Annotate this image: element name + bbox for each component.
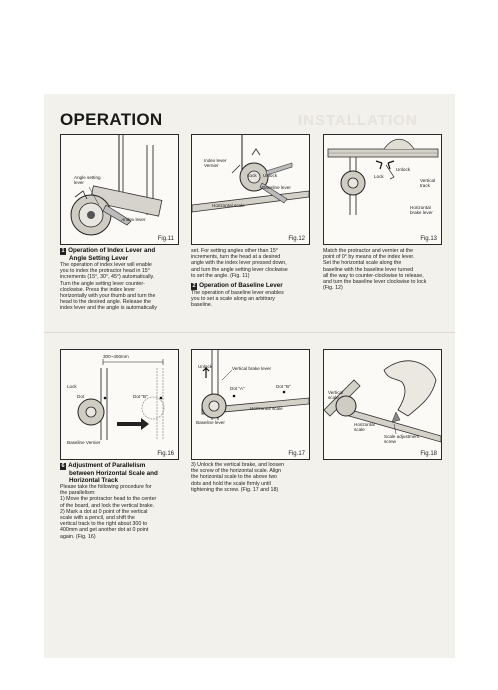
figure-11-label: Fig.11 — [157, 236, 174, 242]
section-2-body-continued: Match the protractor and vernier at the … — [323, 248, 427, 292]
callout-baseline-lever: Baseline lever — [262, 185, 291, 190]
section-6-body-continued: 3) Unlock the vertical brake, and loosen… — [191, 462, 285, 493]
callout-scale-adjustment-screw: Scale adjustment screw — [384, 434, 420, 444]
callout-index-lever: Index lever — [123, 217, 146, 222]
figure-16-illustration — [77, 359, 165, 440]
callout-dot-a: Dot "A" — [230, 386, 245, 391]
section-1-body-continued: set. For setting angles other than 15° i… — [191, 248, 288, 279]
section-1-number: 1 — [60, 248, 67, 255]
callout-horizontal-brake-lever: Horizontal brake lever — [410, 205, 433, 215]
figure-13-label: Fig.13 — [420, 236, 437, 242]
section-2-number: 2 — [191, 283, 198, 290]
section-6-number: 6 — [60, 463, 67, 470]
show-through-title: INSTALLATION — [298, 112, 418, 129]
callout-distance: 300~400mm — [103, 354, 129, 359]
callout-horizontal-scale: Horizontal scale — [354, 422, 375, 432]
figure-17-illustration — [201, 350, 309, 420]
callout-index-lever-vernier: Index lever Vernier — [204, 158, 227, 168]
figure-13-illustration — [327, 138, 439, 215]
callout-dot-b: Dot "B" — [133, 394, 148, 399]
figure-18-illustration — [324, 360, 441, 443]
figure-12-label: Fig.12 — [288, 236, 305, 242]
figure-11: Angle setting lever Index lever Fig.11 — [60, 134, 179, 245]
callout-vertical-track: Vertical track — [420, 178, 436, 188]
figure-18-label: Fig.18 — [420, 451, 437, 457]
figure-12-illustration — [192, 135, 309, 213]
figure-17-label: Fig.17 — [288, 451, 305, 457]
callout-lock: Lock — [67, 384, 77, 389]
figure-16: 300~400mm Lock Dot Dot "B" Baseline Vern… — [60, 349, 179, 460]
callout-dot: Dot — [77, 394, 85, 399]
callout-dot-b: Dot "B" — [276, 384, 291, 389]
section-1-body: The operation of index lever will enable… — [60, 262, 157, 312]
figure-18: Vertical scale Horizontal scale Scale ad… — [323, 349, 442, 460]
callout-angle-setting-lever: Angle setting lever — [74, 175, 101, 185]
figure-17: Unlock Vertical brake lever Dot "A" Dot … — [191, 349, 310, 460]
callout-horizontal-scale: Horizontal scale — [250, 406, 283, 411]
figure-11-illustration — [70, 135, 163, 236]
page-fold-line — [44, 332, 455, 333]
section-6-body: Please take the following procedure for … — [60, 484, 157, 540]
figure-13: Unlock Lock Vertical track Horizontal br… — [323, 134, 442, 245]
figure-12: Index lever Vernier Lock Unlock Baseline… — [191, 134, 310, 245]
page-title: OPERATION — [60, 110, 163, 129]
callout-unlock: Unlock — [198, 364, 213, 369]
callout-unlock: Unlock — [396, 167, 411, 172]
section-2-body: The operation of baseline lever enables … — [191, 290, 284, 309]
figure-16-label: Fig.16 — [157, 451, 174, 457]
callout-lock: Lock — [247, 173, 257, 178]
callout-horizontal-scale: Horizontal scale — [212, 203, 245, 208]
callout-unlock: Unlock — [263, 173, 278, 178]
callout-vertical-scale: Vertical scale — [328, 390, 344, 400]
callout-lock: Lock — [374, 174, 384, 179]
callout-vertical-brake-lever: Vertical brake lever — [232, 366, 272, 371]
callout-baseline-vernier: Baseline Vernier — [67, 440, 101, 445]
callout-baseline-lever: Baseline lever — [196, 420, 225, 425]
